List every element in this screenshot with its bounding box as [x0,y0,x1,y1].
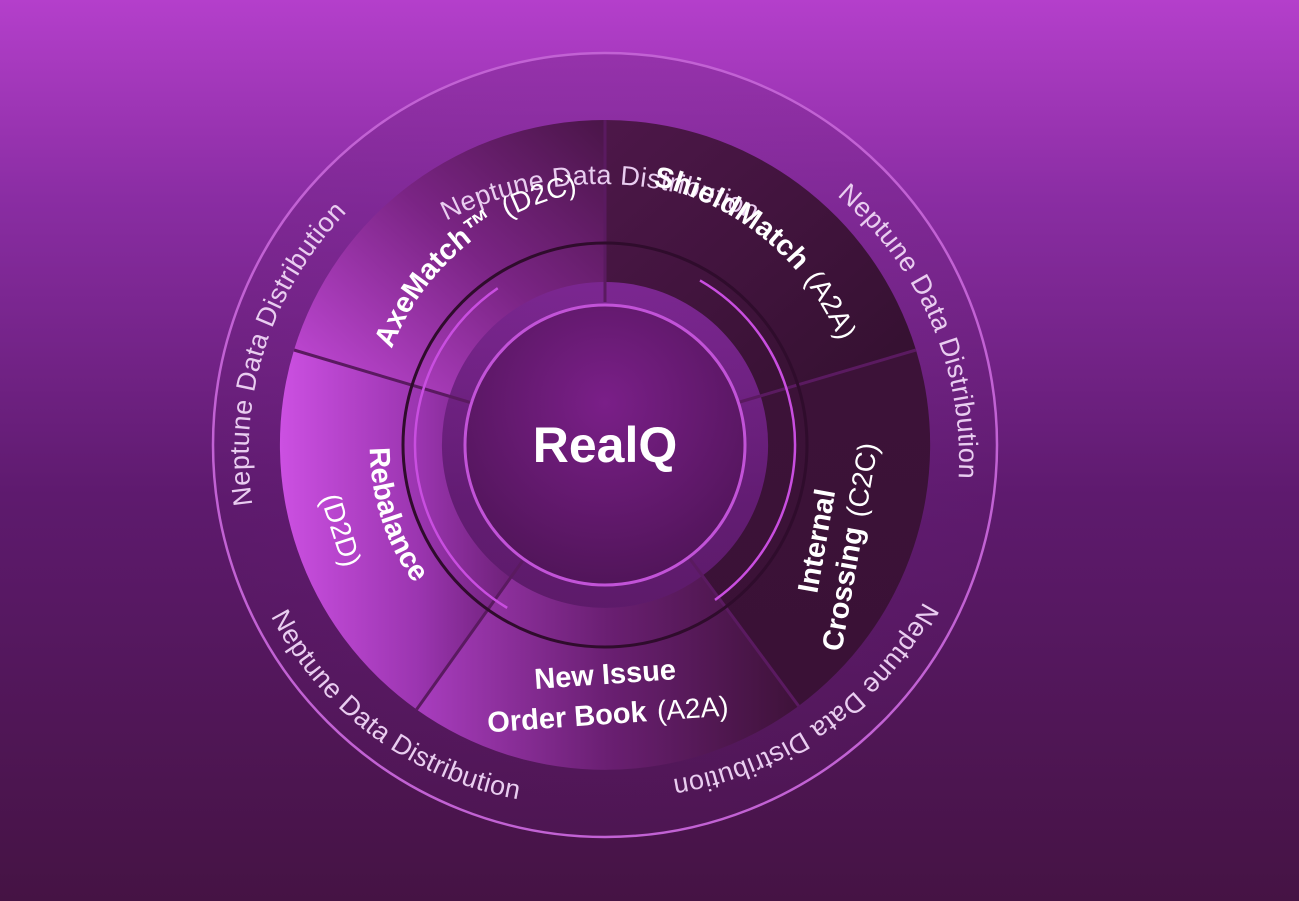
segment-shieldmatch[interactable] [605,119,916,398]
segment-internal-crossing[interactable] [702,350,931,706]
segment-rebalance[interactable] [279,350,511,710]
inner-track-dark [401,241,809,649]
center-circle [463,303,747,587]
segment-label-new-issue: New Issue Order Book (A2A) [486,654,729,739]
segment-axematch[interactable] [294,119,605,398]
segment-dividers [293,120,917,711]
inner-track-accent [413,253,797,637]
realq-logo: RealQ [533,417,678,473]
